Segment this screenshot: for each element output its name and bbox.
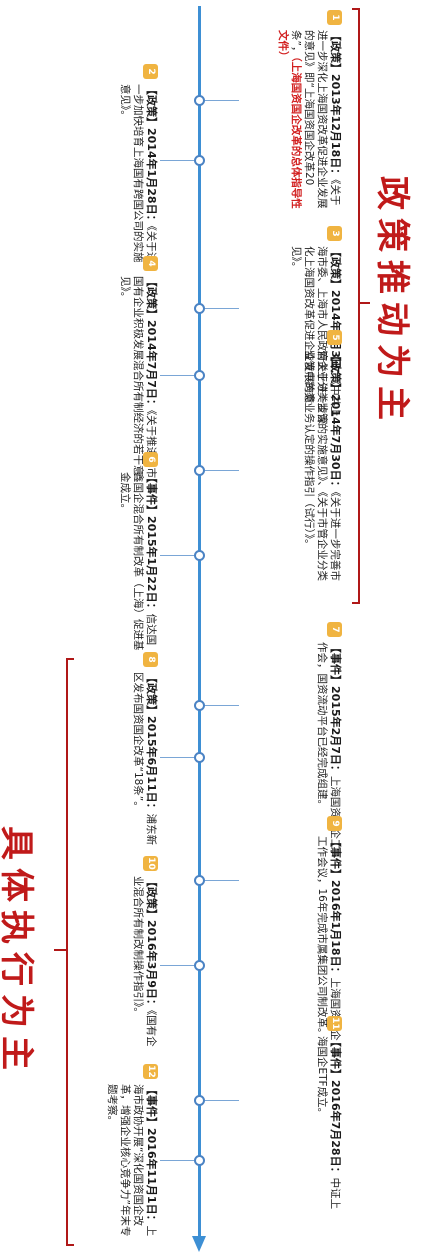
entry-number-badge: 8 bbox=[143, 652, 158, 667]
entry-heading: 【政策】2014年7月7日： bbox=[145, 276, 158, 410]
timeline-node bbox=[194, 960, 205, 971]
timeline-node bbox=[194, 752, 205, 763]
section-label-execution: 具体执行为主 bbox=[0, 826, 36, 1078]
connector bbox=[160, 555, 194, 556]
timeline-node bbox=[194, 875, 205, 886]
entry-heading: 【事件】2016年1月18日： bbox=[329, 836, 342, 978]
policy-bracket bbox=[352, 8, 360, 604]
timeline-node bbox=[194, 550, 205, 561]
connector bbox=[160, 1160, 194, 1161]
entry-heading: 【事件】2016年7月28日： bbox=[329, 1036, 342, 1178]
entry-heading: 【政策】2014年7月30日： bbox=[329, 350, 342, 492]
timeline-node bbox=[194, 1095, 205, 1106]
execution-bracket-tip bbox=[54, 949, 66, 951]
timeline-entry: 8 【政策】2015年6月11日：浦东新区发布国资国企改革“18条”。 bbox=[131, 652, 158, 852]
connector bbox=[205, 705, 239, 706]
connector bbox=[160, 160, 194, 161]
execution-bracket bbox=[66, 658, 74, 1246]
timeline-arrow-icon bbox=[192, 1236, 206, 1252]
entry-number-badge: 9 bbox=[327, 816, 342, 831]
entry-heading: 【事件】2015年2月7日： bbox=[329, 642, 342, 776]
connector bbox=[205, 880, 239, 881]
entry-number-badge: 2 bbox=[143, 64, 158, 79]
entry-number-badge: 3 bbox=[327, 226, 342, 241]
timeline-entry: 9 【事件】2016年1月18日：上海国资国企工作会议，16年完成市属集团公司制… bbox=[315, 816, 342, 1046]
timeline-entry: 1 【政策】2013年12月18日：《关于进一步深化上海国资改革促进企业发展的意… bbox=[276, 10, 342, 210]
timeline-node bbox=[194, 95, 205, 106]
timeline-node bbox=[194, 465, 205, 476]
timeline-node bbox=[194, 700, 205, 711]
connector bbox=[205, 308, 239, 309]
connector bbox=[160, 757, 194, 758]
timeline-entry: 6 【事件】2015年1月22日：信达国鑫国企混合所有制改革（上海）促进基金成立… bbox=[118, 452, 158, 652]
entry-number-badge: 11 bbox=[327, 1016, 342, 1031]
entry-heading: 【事件】2015年1月22日： bbox=[145, 472, 158, 614]
timeline-axis bbox=[198, 6, 201, 1242]
entry-number-badge: 5 bbox=[327, 330, 342, 345]
section-label-policy: 政策推动为主 bbox=[372, 176, 412, 428]
timeline-entry: 2 【政策】2014年1月28日：《关于进一步加快培育上海国有跨国公司的实施意见… bbox=[118, 64, 158, 264]
timeline-entry: 12 【事件】2016年11月1日：上海市政协开展“深化国资国企改革，增强企业核… bbox=[105, 1064, 158, 1244]
entry-number-badge: 6 bbox=[143, 452, 158, 467]
timeline-entry: 5 【政策】2014年7月30日：《关于进一步完善市管企业分类监管的实施意见》、… bbox=[302, 330, 342, 590]
connector bbox=[205, 1100, 239, 1101]
timeline-entry: 11 【事件】2016年7月28日：中证上海国企ETF成立。 bbox=[315, 1016, 342, 1216]
timeline-node bbox=[194, 155, 205, 166]
entry-heading: 【政策】2013年12月18日： bbox=[329, 30, 342, 180]
connector bbox=[205, 100, 239, 101]
entry-heading: 【事件】2016年11月1日： bbox=[145, 1084, 158, 1226]
entry-heading: 【政策】2015年6月11日： bbox=[145, 672, 158, 814]
timeline-entry: 10 【政策】2016年3月9日：《国有企业混合所有制改制操作指引》。 bbox=[131, 856, 158, 1056]
timeline-node bbox=[194, 1155, 205, 1166]
connector bbox=[205, 470, 239, 471]
entry-number-badge: 7 bbox=[327, 622, 342, 637]
entry-number-badge: 10 bbox=[143, 856, 158, 871]
entry-number-badge: 1 bbox=[327, 10, 342, 25]
entry-heading: 【政策】2014年1月28日： bbox=[145, 84, 158, 226]
timeline-node bbox=[194, 303, 205, 314]
entry-heading: 【政策】2016年3月9日： bbox=[145, 876, 158, 1010]
policy-bracket-tip bbox=[358, 302, 370, 304]
entry-number-badge: 4 bbox=[143, 256, 158, 271]
connector bbox=[160, 375, 194, 376]
entry-number-badge: 12 bbox=[143, 1064, 158, 1079]
entry-emphasis: （上海国资国企改革的总体指导性文件） bbox=[277, 30, 302, 209]
timeline-node bbox=[194, 370, 205, 381]
connector bbox=[160, 965, 194, 966]
